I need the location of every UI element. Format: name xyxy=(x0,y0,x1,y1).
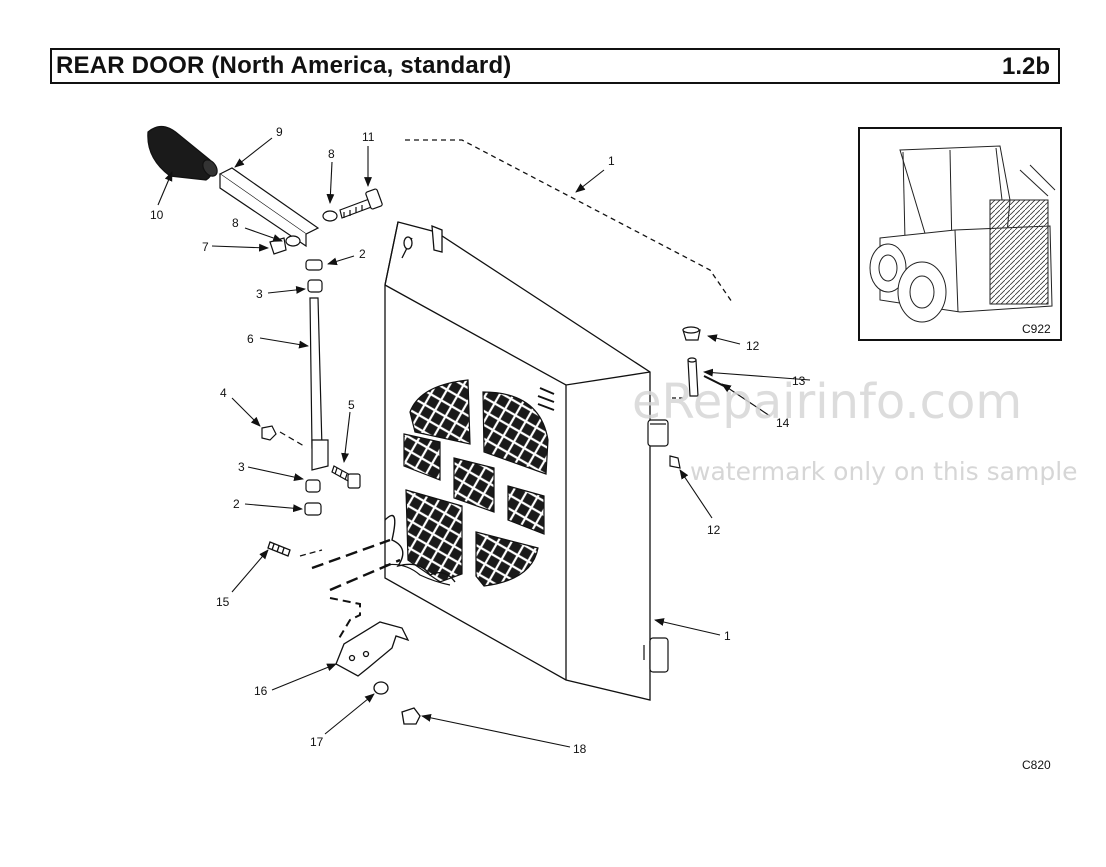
callout-13: 13 xyxy=(792,374,806,388)
callout-10: 10 xyxy=(150,208,164,222)
hinge-pin-parts xyxy=(669,326,725,469)
callout-3-top: 3 xyxy=(256,287,263,301)
callout-6: 6 xyxy=(247,332,254,346)
page-header: REAR DOOR (North America, standard) 1.2b xyxy=(50,48,1060,84)
watermark-sub: watermark only on this sample xyxy=(690,457,1078,486)
loader-illustration xyxy=(869,145,1056,323)
latch-assembly xyxy=(267,538,421,725)
handle-assembly xyxy=(147,125,383,516)
callout-7: 7 xyxy=(202,240,209,254)
callout-17: 17 xyxy=(310,735,324,749)
callout-8-top: 8 xyxy=(328,147,335,161)
inset-figure-code: C922 xyxy=(1022,322,1051,336)
callout-2-bottom: 2 xyxy=(233,497,240,511)
callout-4: 4 xyxy=(220,386,227,400)
watermark-main: eRepairinfo.com xyxy=(632,374,1022,430)
callout-1-top: 1 xyxy=(608,154,615,168)
door-grille xyxy=(384,379,549,587)
door-dashed-outline xyxy=(405,139,733,303)
callout-5: 5 xyxy=(348,398,355,412)
callout-9: 9 xyxy=(276,125,283,139)
callout-15: 15 xyxy=(216,595,230,609)
door-hinges xyxy=(643,419,669,673)
callout-16: 16 xyxy=(254,684,268,698)
figure-code: C820 xyxy=(1022,758,1051,772)
callout-8-left: 8 xyxy=(232,216,239,230)
callout-18: 18 xyxy=(573,742,587,756)
callout-12-top: 12 xyxy=(746,339,760,353)
leader-lines xyxy=(157,137,811,748)
callout-2-top: 2 xyxy=(359,247,366,261)
callout-1-bottom: 1 xyxy=(724,629,731,643)
callout-11: 11 xyxy=(362,130,375,144)
page-title: REAR DOOR (North America, standard) xyxy=(56,52,512,79)
callout-12-bottom: 12 xyxy=(707,523,721,537)
callout-3-bottom: 3 xyxy=(238,460,245,474)
section-number: 1.2b xyxy=(1001,53,1050,80)
callout-14: 14 xyxy=(776,416,790,430)
